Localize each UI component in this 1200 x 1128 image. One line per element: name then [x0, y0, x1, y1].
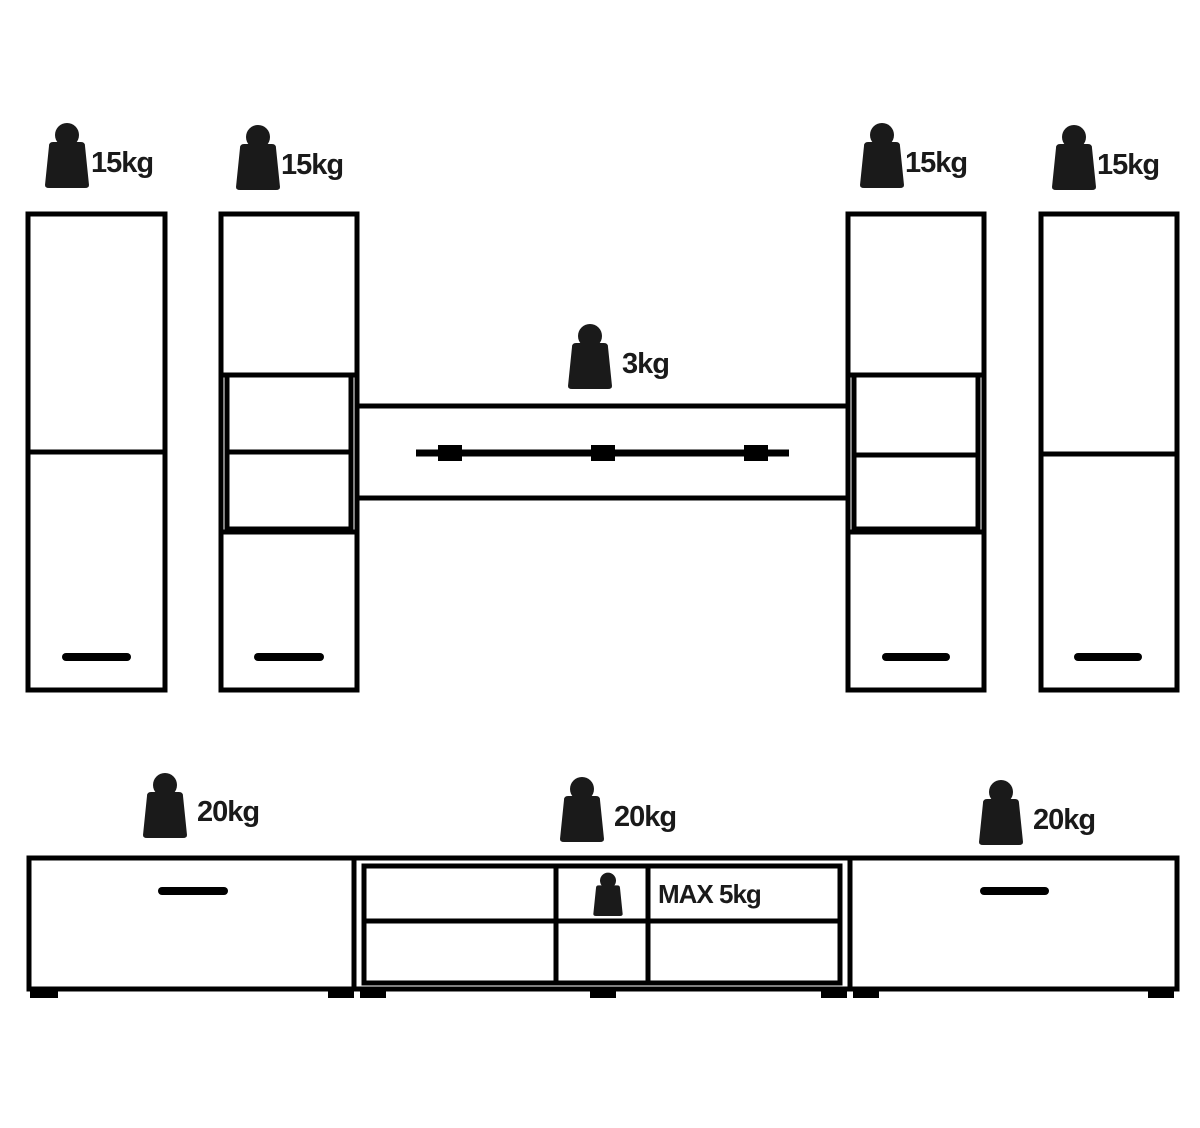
tall-cabinet-left: [25, 211, 168, 693]
load-label-tall-left: 15kg: [91, 147, 153, 179]
load-label-low-center: 20kg: [614, 801, 676, 833]
load-label-low-left: 20kg: [197, 796, 259, 828]
load-label-glass-right: 15kg: [905, 147, 967, 179]
weight-icon: [143, 773, 187, 838]
glass-cabinet-right: [845, 211, 987, 693]
load-label-low-right: 20kg: [1033, 804, 1095, 836]
low-cabinet-left: [26, 855, 357, 998]
load-label-compartment: MAX 5kg: [658, 879, 761, 909]
wall-shelf: [354, 403, 851, 501]
weight-icon: [1052, 125, 1096, 190]
tall-cabinet-right: [1038, 211, 1180, 693]
weight-icon: [568, 324, 612, 389]
weight-icon: [979, 780, 1023, 845]
glass-cabinet-left: [218, 211, 360, 693]
load-label-wall-shelf: 3kg: [622, 348, 669, 380]
weight-icon: [45, 123, 89, 188]
load-label-tall-right: 15kg: [1097, 149, 1159, 181]
weight-icon: [560, 777, 604, 842]
load-label-glass-left: 15kg: [281, 149, 343, 181]
weight-icon: [860, 123, 904, 188]
low-cabinet-right: [847, 855, 1180, 998]
weight-icon: [593, 872, 623, 916]
weight-icon: [236, 125, 280, 190]
